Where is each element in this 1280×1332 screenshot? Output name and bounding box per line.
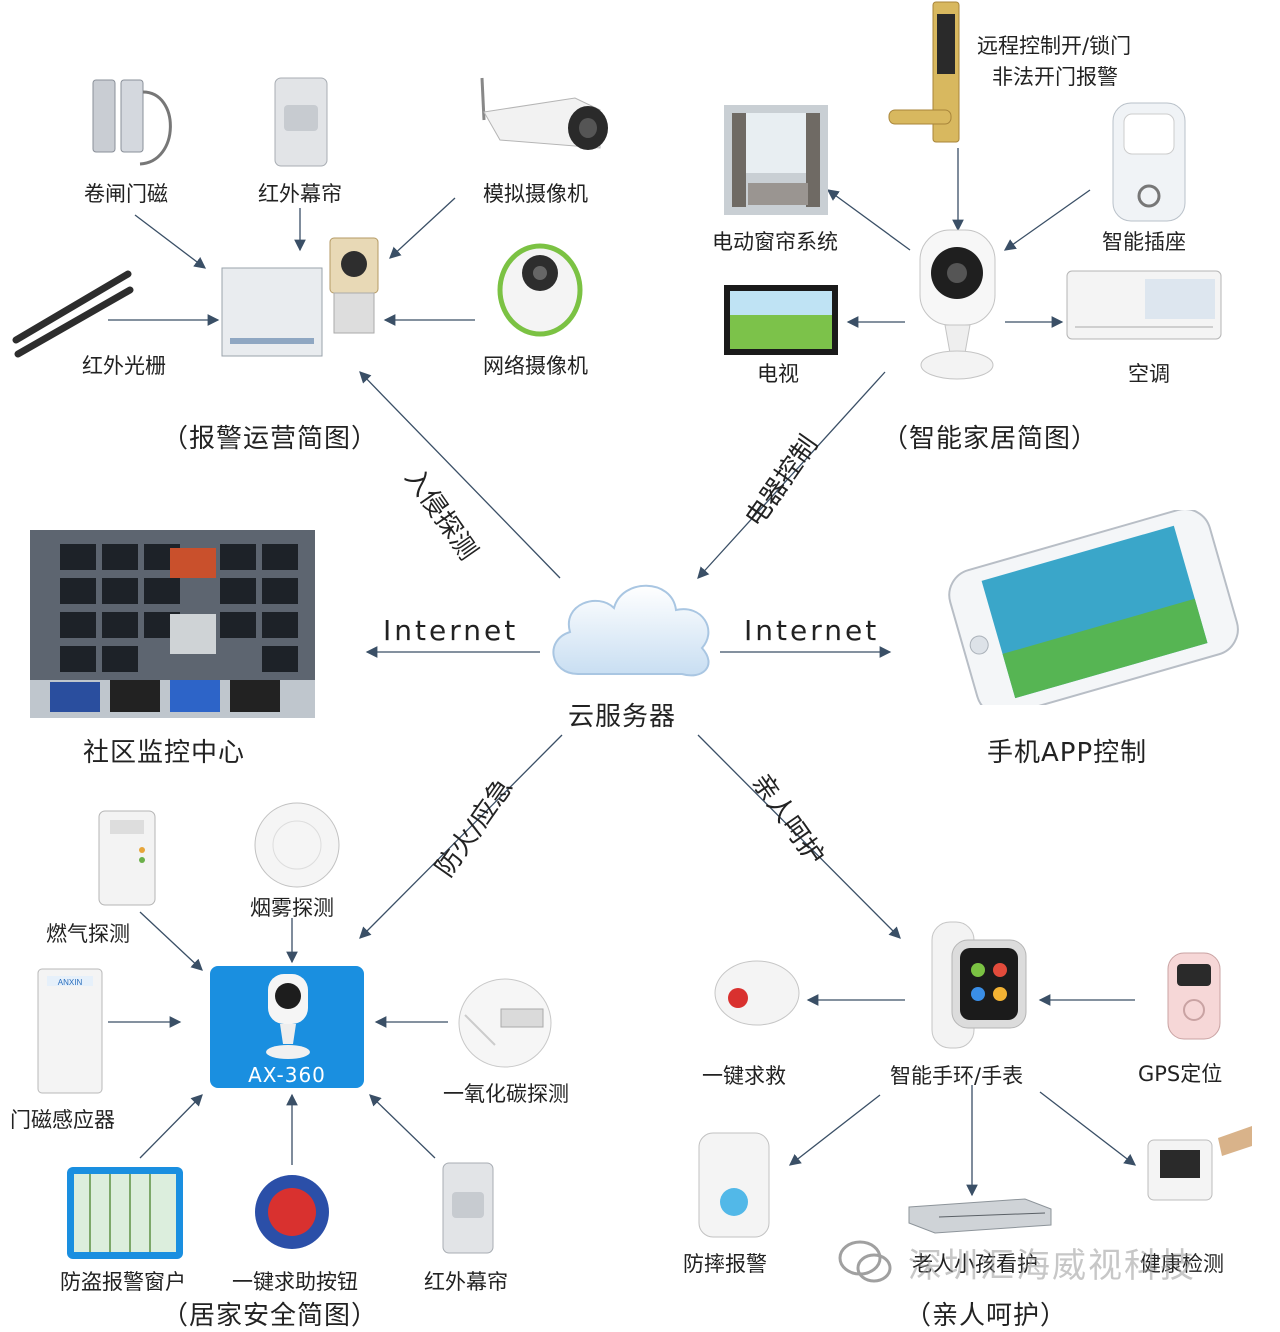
monitoring-center-photo [30, 530, 315, 718]
device-label-pir-home: 红外幕帘 [424, 1270, 508, 1294]
device-label-pir-curtain: 红外幕帘 [258, 182, 342, 206]
pir-curtain-home-icon [442, 1162, 494, 1254]
roller-door-magnet-icon [92, 79, 172, 166]
device-label-elder-child-care: 老人小孩看护 [912, 1252, 1038, 1276]
smoke-detector-icon [254, 802, 340, 888]
device-label-air-conditioner: 空调 [1128, 362, 1170, 386]
device-label-ir-beam: 红外光栅 [82, 354, 166, 378]
blood-pressure-monitor-icon [1147, 1126, 1252, 1201]
device-label-network-camera: 网络摄像机 [483, 354, 588, 378]
device-label-gas: 燃气探测 [46, 922, 130, 946]
smart-plug-icon [1112, 102, 1186, 222]
ax360-model-label: AX-360 [248, 1063, 326, 1087]
homesafe-cluster-title: （居家安全简图） [162, 1301, 379, 1331]
smart-home-hub-camera-icon [919, 229, 996, 380]
internet-label-right: Internet [744, 614, 880, 647]
wechat-logo-icon [838, 1240, 892, 1283]
device-label-smart-watch: 智能手环/手表 [890, 1064, 1024, 1088]
device-label-smoke: 烟雾探测 [250, 896, 334, 920]
device-label-analog-camera: 模拟摄像机 [483, 182, 588, 206]
ax360-camera-icon [266, 974, 310, 1059]
ir-beam-icon [12, 270, 134, 358]
device-label-health-check: 健康检测 [1140, 1252, 1224, 1276]
device-label-sos-button: 一键求助按钮 [232, 1270, 358, 1294]
device-label-co: 一氧化碳探测 [443, 1082, 569, 1106]
lock-line-2: 非法开门报警 [992, 65, 1118, 89]
gps-locator-icon [1167, 952, 1221, 1040]
device-label-sos-pendant: 一键求救 [702, 1064, 786, 1088]
network-camera-icon [497, 243, 583, 337]
smartphone-app-icon [948, 510, 1239, 705]
door-sensor-icon: ANXIN [37, 968, 103, 1094]
co-detector-icon [458, 978, 552, 1068]
gas-detector-icon [98, 810, 156, 906]
cloud-icon [552, 584, 710, 677]
internet-label-left: Internet [383, 614, 519, 647]
device-label-curtain: 电动窗帘系统 [712, 230, 838, 254]
alarm-panel-icon [221, 237, 379, 357]
device-label-fall-alarm: 防摔报警 [683, 1252, 767, 1276]
tv-icon [724, 285, 838, 355]
device-label-window: 防盗报警窗户 [60, 1270, 186, 1294]
lock-line-1: 远程控制开/锁门 [977, 34, 1132, 58]
device-label-smart-plug: 智能插座 [1102, 230, 1186, 254]
sos-pendant-icon [714, 960, 800, 1026]
curtain-room-icon [724, 105, 828, 215]
cloud-server-label: 云服务器 [568, 702, 677, 732]
anti-theft-window-icon [67, 1167, 183, 1259]
fall-alarm-icon [698, 1132, 770, 1238]
smart-lock-icon [888, 1, 960, 143]
server-rack-icon [908, 1198, 1052, 1234]
analog-camera-icon [480, 77, 608, 150]
air-conditioner-icon [1066, 270, 1222, 340]
family-cluster-title: （亲人呵护） [905, 1301, 1068, 1331]
sos-button-icon [255, 1175, 329, 1249]
watermark-text: 深圳汇海威视科技 [908, 1246, 1196, 1286]
device-label-tv: 电视 [757, 362, 799, 386]
pir-curtain-icon [274, 77, 328, 167]
monitor-center-label: 社区监控中心 [83, 738, 246, 768]
device-label-door-sensor: 门磁感应器 [10, 1108, 115, 1132]
smarthome-cluster-title: （智能家居简图） [882, 424, 1099, 454]
alarm-cluster-title: （报警运营简图） [162, 424, 379, 454]
sensor-brand-text: ANXIN [58, 978, 83, 987]
device-label-gps: GPS定位 [1138, 1062, 1223, 1086]
phone-app-label: 手机APP控制 [987, 738, 1148, 768]
ax360-hub-panel: AX-360 [210, 966, 364, 1088]
smart-watch-icon [931, 921, 1027, 1049]
device-label-roller-door: 卷闸门磁 [84, 182, 168, 206]
